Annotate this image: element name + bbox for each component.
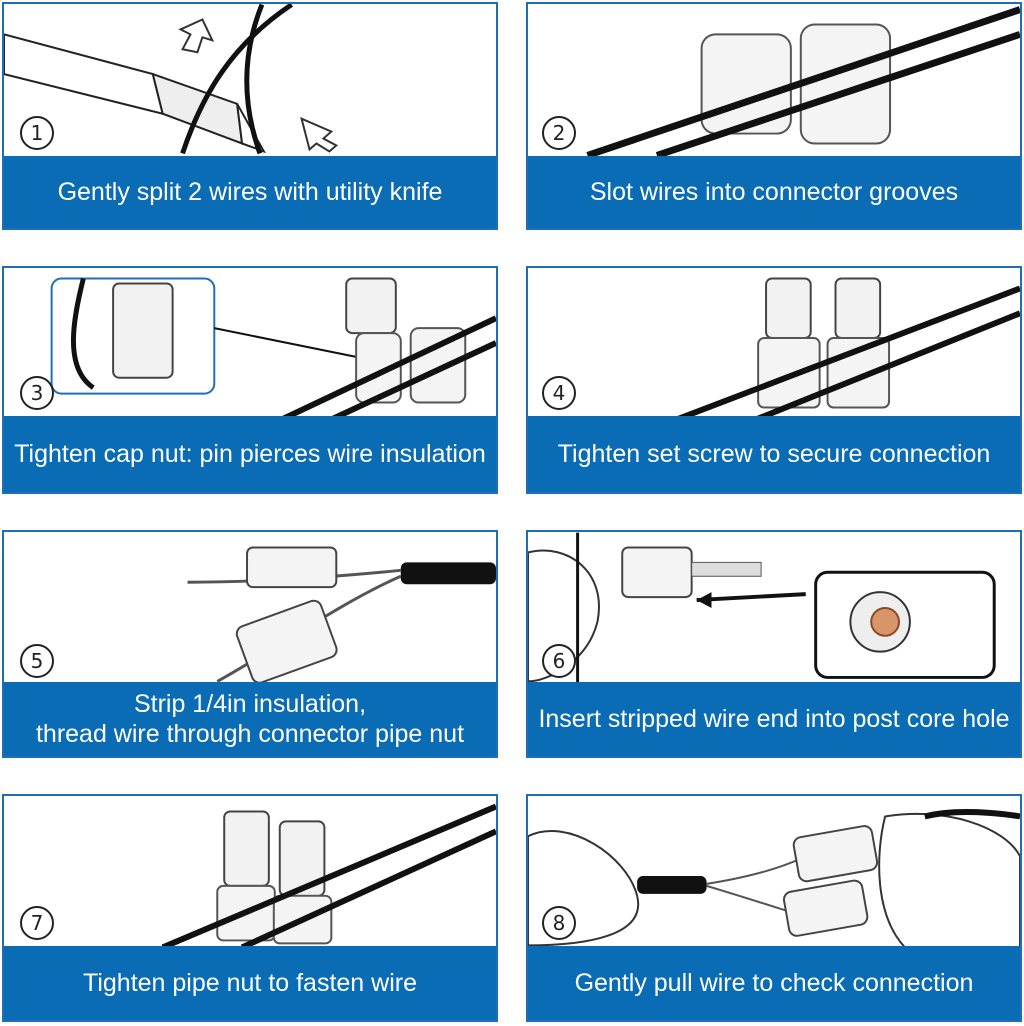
step-6-panel: 6 Insert stripped wire end into post cor… [526, 530, 1022, 758]
pipe-nut-icon [161, 803, 496, 948]
set-screw-icon [675, 277, 1020, 420]
step-caption-line-1: Strip 1/4in insulation, [133, 690, 367, 718]
strip-insulation-illustration [4, 532, 496, 684]
pipe-nut-icon [187, 546, 496, 684]
cap-nut-illustration [4, 268, 496, 420]
step-caption: Tighten cap nut: pin pierces wire insula… [4, 416, 496, 492]
step-3-panel: 3 Tighten cap nut: pin pierces wire insu… [2, 266, 498, 494]
connector-icon [586, 6, 1020, 156]
step-number-badge: 5 [20, 644, 54, 678]
step-5-panel: 5 Strip 1/4in insulation, thread wire th… [2, 530, 498, 758]
pipe-nut-illustration [4, 796, 496, 948]
step-4-panel: 4 Tighten set screw to secure connection [526, 266, 1022, 494]
pull-wire-illustration [528, 796, 1020, 948]
hands-wire-icon [528, 809, 1020, 948]
post-core-icon [528, 532, 996, 684]
step-caption: Gently split 2 wires with utility knife [4, 156, 496, 228]
step-2-panel: 2 Slot wires into connector grooves [526, 2, 1022, 230]
step-number-badge: 7 [20, 906, 54, 940]
step-number-badge: 4 [542, 376, 576, 410]
step-caption: Strip 1/4in insulation, thread wire thro… [4, 682, 496, 756]
utility-knife-icon [4, 4, 339, 155]
step-number-badge: 2 [542, 116, 576, 150]
step-caption-line-2: thread wire through connector pipe nut [35, 720, 465, 748]
step-number-badge: 6 [542, 644, 576, 678]
step-1-panel: 1 Gently split 2 wires with utility knif… [2, 2, 498, 230]
step-caption: Slot wires into connector grooves [528, 156, 1020, 228]
insert-wire-illustration [528, 532, 1020, 684]
step-number-badge: 3 [20, 376, 54, 410]
step-caption: Tighten pipe nut to fasten wire [4, 946, 496, 1020]
connector-grooves-illustration [528, 4, 1020, 156]
step-8-panel: 8 Gently pull wire to check connection [526, 794, 1022, 1022]
cap-nut-icon [50, 277, 496, 420]
set-screw-illustration [528, 268, 1020, 420]
step-7-panel: 7 Tighten pipe nut to fasten wire [2, 794, 498, 1022]
step-number-badge: 1 [20, 116, 54, 150]
step-caption: Gently pull wire to check connection [528, 946, 1020, 1020]
step-caption: Insert stripped wire end into post core … [528, 682, 1020, 756]
split-wires-illustration [4, 4, 496, 156]
step-number-badge: 8 [542, 906, 576, 940]
step-caption: Tighten set screw to secure connection [528, 416, 1020, 492]
